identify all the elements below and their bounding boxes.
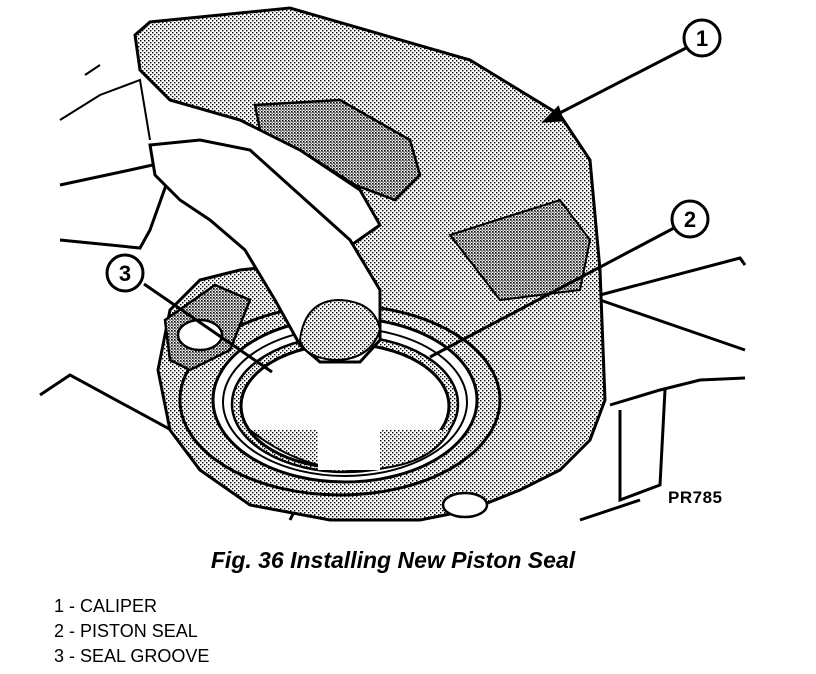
legend-item-piston-seal: 2 - PISTON SEAL [54,621,198,641]
caliper-illustration: 1 2 3 [39,6,747,522]
callout-3: 3 [105,253,145,293]
figure-code: PR785 [668,488,723,507]
figure-caption: Fig. 36 Installing New Piston Seal [210,547,576,573]
svg-text:2: 2 [684,207,696,232]
legend: 1 - CALIPER 2 - PISTON SEAL 3 - SEAL GRO… [54,594,209,669]
legend-item-seal-groove: 3 - SEAL GROOVE [54,646,210,666]
callout-1: 1 [682,18,722,58]
svg-text:3: 3 [119,261,131,286]
piston-bore [211,316,479,484]
svg-text:1: 1 [696,26,708,51]
callout-leaders [143,46,687,374]
hand [59,64,382,364]
callout-2: 2 [670,199,710,239]
legend-item-caliper: 1 - CALIPER [54,596,158,616]
